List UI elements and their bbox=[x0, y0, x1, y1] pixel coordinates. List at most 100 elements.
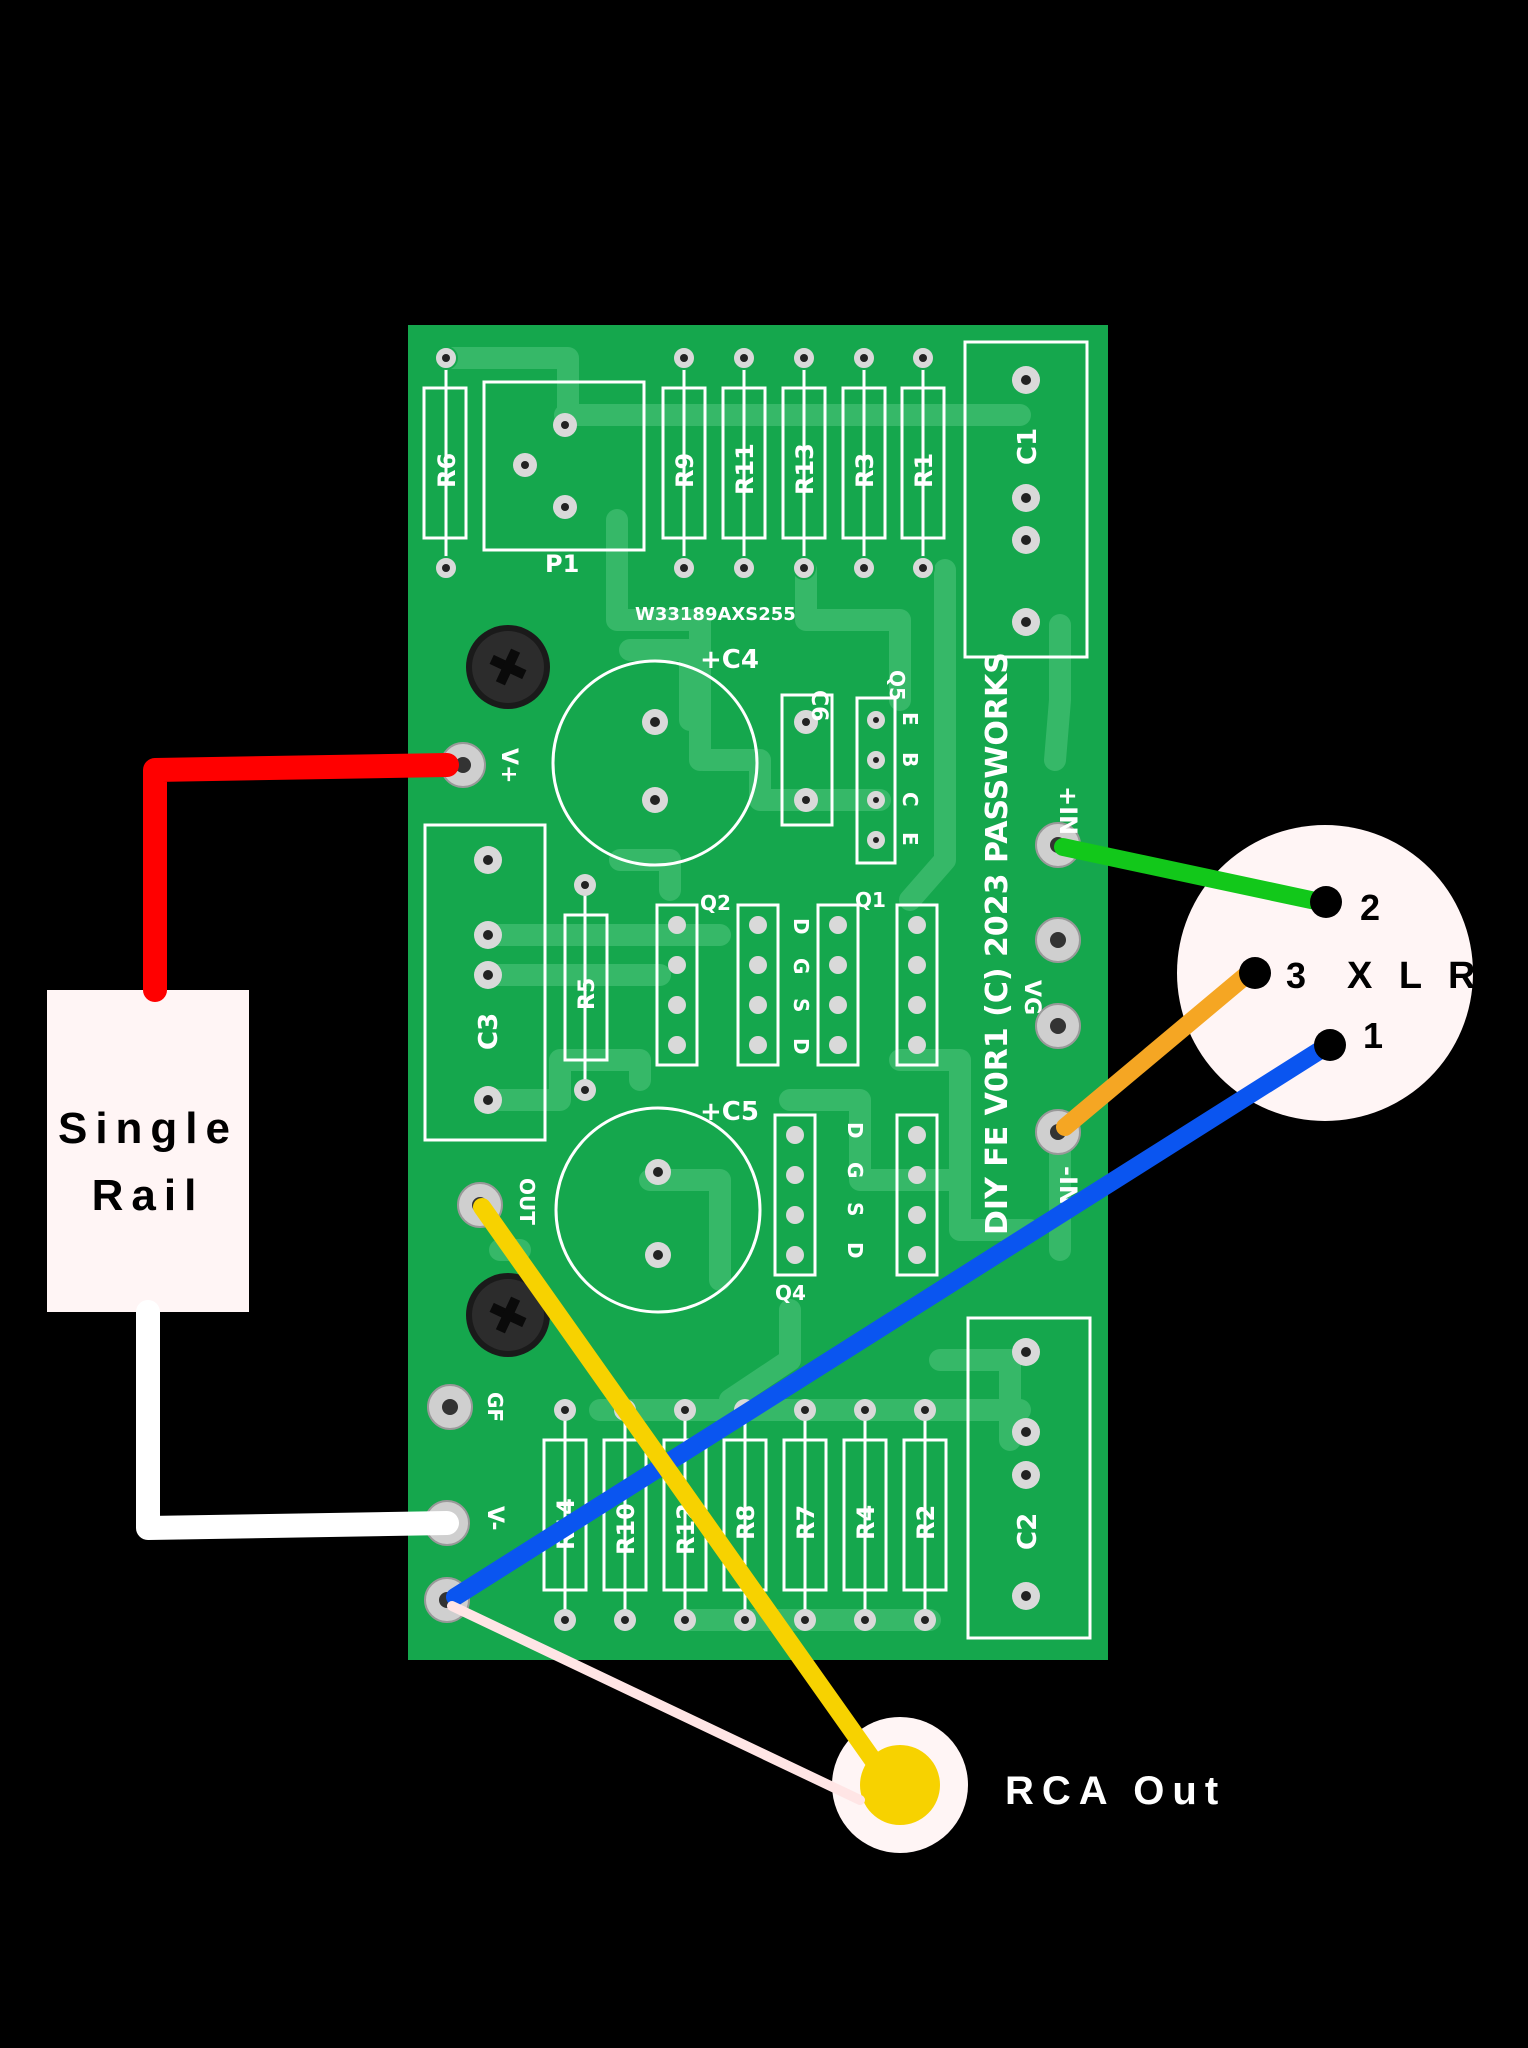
xlr-pin-3-label: 3 bbox=[1286, 955, 1306, 996]
cap-c3: C3 bbox=[423, 823, 547, 1142]
q5-pin-e2: E bbox=[898, 832, 922, 846]
v-minus-label: V- bbox=[482, 1506, 507, 1531]
resistor-r10: R10 bbox=[602, 1399, 648, 1631]
resistor-r9: R9 bbox=[661, 346, 707, 580]
pad-vg-1: VG bbox=[1019, 917, 1081, 1015]
pcb-board: DIY FE V0R1 (C) 2023 PASSWORKS W33189AXS… bbox=[408, 325, 1108, 1660]
mounting-screw-bottom bbox=[466, 1273, 550, 1357]
vg-label: VG bbox=[1019, 980, 1044, 1015]
r1-label: R1 bbox=[910, 453, 938, 488]
r8-label: R8 bbox=[732, 1505, 760, 1540]
pad-vg-2 bbox=[1035, 1003, 1081, 1049]
resistor-r4: R4 bbox=[842, 1399, 888, 1631]
q1-label: Q1 bbox=[855, 888, 886, 912]
q5-pin-b: B bbox=[898, 752, 922, 767]
board-serial: W33189AXS255 bbox=[635, 604, 796, 625]
resistor-r5: R5 bbox=[563, 874, 609, 1101]
c5-label: +C5 bbox=[700, 1097, 759, 1127]
wire-green-xlr-2 bbox=[1054, 838, 1334, 912]
q5-label: Q5 bbox=[885, 670, 909, 701]
gf-label: GF bbox=[483, 1392, 507, 1422]
cap-c2: C2 bbox=[966, 1316, 1092, 1640]
cap-c4: +C4 bbox=[551, 645, 759, 867]
bottom-resistor-row: R14 R10 R12 R8 bbox=[542, 1399, 948, 1631]
r13-label: R13 bbox=[791, 443, 819, 495]
resistor-r1: R1 bbox=[900, 346, 946, 580]
r6-label: R6 bbox=[433, 453, 461, 488]
xlr-pin-1 bbox=[1314, 1029, 1346, 1061]
fet-pin-s: S bbox=[789, 998, 813, 1012]
board-title: DIY FE V0R1 (C) 2023 PASSWORKS bbox=[980, 652, 1015, 1235]
rca-label: RCA Out bbox=[1005, 1769, 1226, 1813]
c4-label: +C4 bbox=[700, 645, 759, 675]
resistor-r13: R13 bbox=[781, 346, 827, 580]
cap-c5: +C5 bbox=[554, 1097, 762, 1314]
wire-blue-xlr-1 bbox=[446, 1035, 1339, 1606]
q4-pin-d2: D bbox=[843, 1242, 867, 1259]
c3-label: C3 bbox=[474, 1013, 504, 1050]
wire-white-v-minus bbox=[136, 1300, 459, 1540]
q4-pin-g: G bbox=[843, 1162, 867, 1178]
cap-c1: C1 bbox=[963, 340, 1089, 659]
r10-label: R10 bbox=[612, 1503, 640, 1555]
q4-label: Q4 bbox=[775, 1281, 806, 1305]
wire-orange-xlr-3 bbox=[1056, 963, 1259, 1136]
power-supply-label-line1: Single bbox=[58, 1104, 238, 1153]
r3-label: R3 bbox=[851, 453, 879, 488]
power-supply-rect bbox=[47, 990, 249, 1312]
resistor-r3: R3 bbox=[841, 346, 887, 580]
p1-label: P1 bbox=[545, 550, 579, 578]
r4-label: R4 bbox=[852, 1505, 880, 1540]
xlr-pin-2 bbox=[1310, 886, 1342, 918]
top-resistor-row: R6 R9 R11 R13 bbox=[422, 346, 946, 580]
wire-yellow-out bbox=[473, 1198, 889, 1779]
q4-pin-s: S bbox=[843, 1202, 867, 1216]
resistor-r6: R6 bbox=[422, 346, 468, 580]
fet-pin-g: G bbox=[789, 958, 813, 974]
out-label: OUT bbox=[515, 1178, 539, 1225]
v-plus-label: V+ bbox=[496, 748, 521, 783]
mounting-screw-top bbox=[466, 625, 550, 709]
r5-label: R5 bbox=[575, 978, 600, 1010]
pad-v-plus: V+ bbox=[440, 742, 521, 788]
rca-connector: RCA Out bbox=[832, 1717, 1226, 1853]
q2-label: Q2 bbox=[700, 891, 731, 915]
r9-label: R9 bbox=[671, 453, 699, 488]
fet-pair-q2: Q2 bbox=[655, 891, 780, 1067]
pot-p1: P1 bbox=[482, 380, 646, 578]
fet-pins-upper: D G S D bbox=[789, 918, 813, 1055]
q5-pin-c: C bbox=[898, 792, 922, 807]
resistor-r2: R2 bbox=[902, 1399, 948, 1631]
resistor-r7: R7 bbox=[782, 1399, 828, 1631]
power-supply-label-line2: Rail bbox=[92, 1171, 205, 1220]
resistor-r11: R11 bbox=[721, 346, 767, 580]
wires bbox=[136, 753, 1346, 1805]
resistor-r14: R14 bbox=[542, 1399, 588, 1631]
xlr-pin-3 bbox=[1239, 957, 1271, 989]
c2-label: C2 bbox=[1013, 1513, 1043, 1550]
transistor-q5: Q5 E B C E bbox=[855, 670, 922, 865]
r2-label: R2 bbox=[912, 1505, 940, 1540]
pcb-substrate bbox=[408, 325, 1108, 1660]
q4-pin-d1: D bbox=[843, 1122, 867, 1139]
power-supply-box: Single Rail bbox=[47, 990, 249, 1312]
wire-red-v-plus bbox=[143, 753, 459, 1002]
cap-c6: C6 bbox=[780, 690, 834, 827]
r11-label: R11 bbox=[731, 443, 759, 495]
c6-label: C6 bbox=[806, 690, 831, 721]
plus-in-label: +IN bbox=[1054, 786, 1082, 835]
xlr-connector: 2 3 1 X L R bbox=[1177, 825, 1483, 1121]
q5-pin-e1: E bbox=[898, 712, 922, 726]
fet-pin-d1: D bbox=[789, 918, 813, 935]
c1-label: C1 bbox=[1013, 428, 1043, 465]
fet-pin-d2: D bbox=[789, 1038, 813, 1055]
fet-pair-q1: Q1 bbox=[816, 888, 939, 1067]
xlr-body bbox=[1177, 825, 1473, 1121]
fet-pair-q4: Q4 D G S D bbox=[773, 1113, 939, 1305]
xlr-pin-1-label: 1 bbox=[1363, 1015, 1383, 1056]
pad-gf: GF bbox=[427, 1384, 507, 1430]
r7-label: R7 bbox=[792, 1505, 820, 1540]
wire-pink-ground bbox=[447, 1601, 865, 1805]
xlr-label: X L R bbox=[1347, 955, 1483, 997]
